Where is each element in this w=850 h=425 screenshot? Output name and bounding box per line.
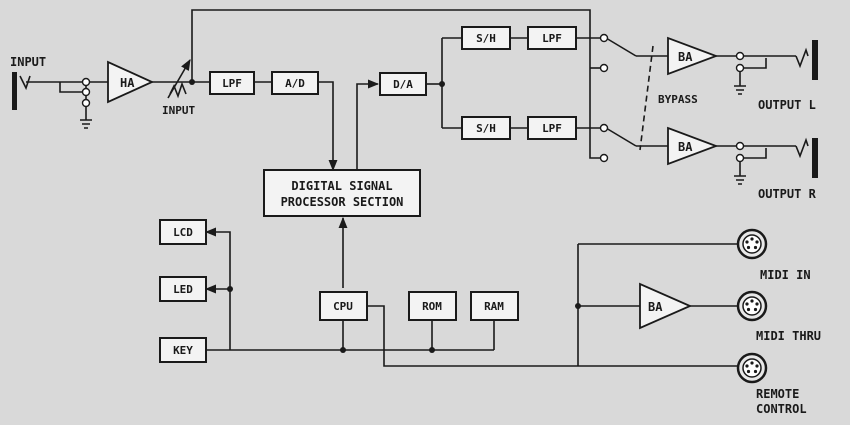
input-control-label: INPUT (162, 104, 195, 117)
remote-label-line1: REMOTE (756, 387, 799, 401)
bypass-label: BYPASS (658, 93, 698, 106)
remote-control-connector-icon (736, 352, 768, 384)
ba-top-amplifier: BA (667, 36, 719, 76)
ad-converter-block: A/D (271, 71, 319, 95)
ram-label: RAM (484, 300, 504, 313)
output-r-jack-icon (795, 137, 818, 178)
ad-label: A/D (285, 77, 305, 90)
da-converter-block: D/A (379, 72, 427, 96)
input-jack-icon (12, 72, 31, 110)
midi-thru-label: MIDI THRU (756, 329, 821, 343)
lcd-label: LCD (173, 226, 193, 239)
ground-symbols (80, 85, 746, 185)
dsp-label-line2: PROCESSOR SECTION (281, 195, 404, 209)
ba-midi-amplifier: BA (639, 282, 693, 330)
midi-in-connector-icon (736, 228, 768, 260)
output-l-jack-icon (795, 40, 818, 80)
rom-block: ROM (408, 291, 457, 321)
led-label: LED (173, 283, 193, 296)
ba-bottom-label: BA (678, 140, 693, 154)
remote-label-line2: CONTROL (756, 402, 807, 416)
ba-midi-label: BA (648, 300, 663, 314)
key-block: KEY (159, 337, 207, 363)
ha-amplifier: HA (107, 60, 155, 104)
led-block: LED (159, 276, 207, 302)
sh-bottom-block: S/H (461, 116, 511, 140)
output-r-label: OUTPUT R (758, 187, 817, 201)
input-level-pot-icon (167, 59, 191, 99)
sh-top-block: S/H (461, 26, 511, 50)
junction-nodes (81, 33, 745, 353)
ram-block: RAM (470, 291, 519, 321)
lpf-bottom-label: LPF (542, 122, 562, 135)
input-jack-label: INPUT (10, 55, 46, 69)
key-label: KEY (173, 344, 193, 357)
dsp-section-block: DIGITAL SIGNAL PROCESSOR SECTION (263, 169, 421, 217)
rom-label: ROM (422, 300, 442, 313)
da-label: D/A (393, 78, 413, 91)
lcd-block: LCD (159, 219, 207, 245)
sh-top-label: S/H (476, 32, 496, 45)
ba-top-label: BA (678, 50, 693, 64)
ba-bottom-amplifier: BA (667, 126, 719, 166)
sh-bottom-label: S/H (476, 122, 496, 135)
midi-in-label: MIDI IN (760, 268, 811, 282)
cpu-block: CPU (319, 291, 368, 321)
dsp-label-line1: DIGITAL SIGNAL (291, 179, 392, 193)
output-l-label: OUTPUT L (758, 98, 816, 112)
lpf-input-block: LPF (209, 71, 255, 95)
cpu-label: CPU (333, 300, 353, 313)
lpf-input-label: LPF (222, 77, 242, 90)
lpf-top-block: LPF (527, 26, 577, 50)
lpf-top-label: LPF (542, 32, 562, 45)
midi-thru-connector-icon (736, 290, 768, 322)
ha-label: HA (120, 76, 135, 90)
lpf-bottom-block: LPF (527, 116, 577, 140)
